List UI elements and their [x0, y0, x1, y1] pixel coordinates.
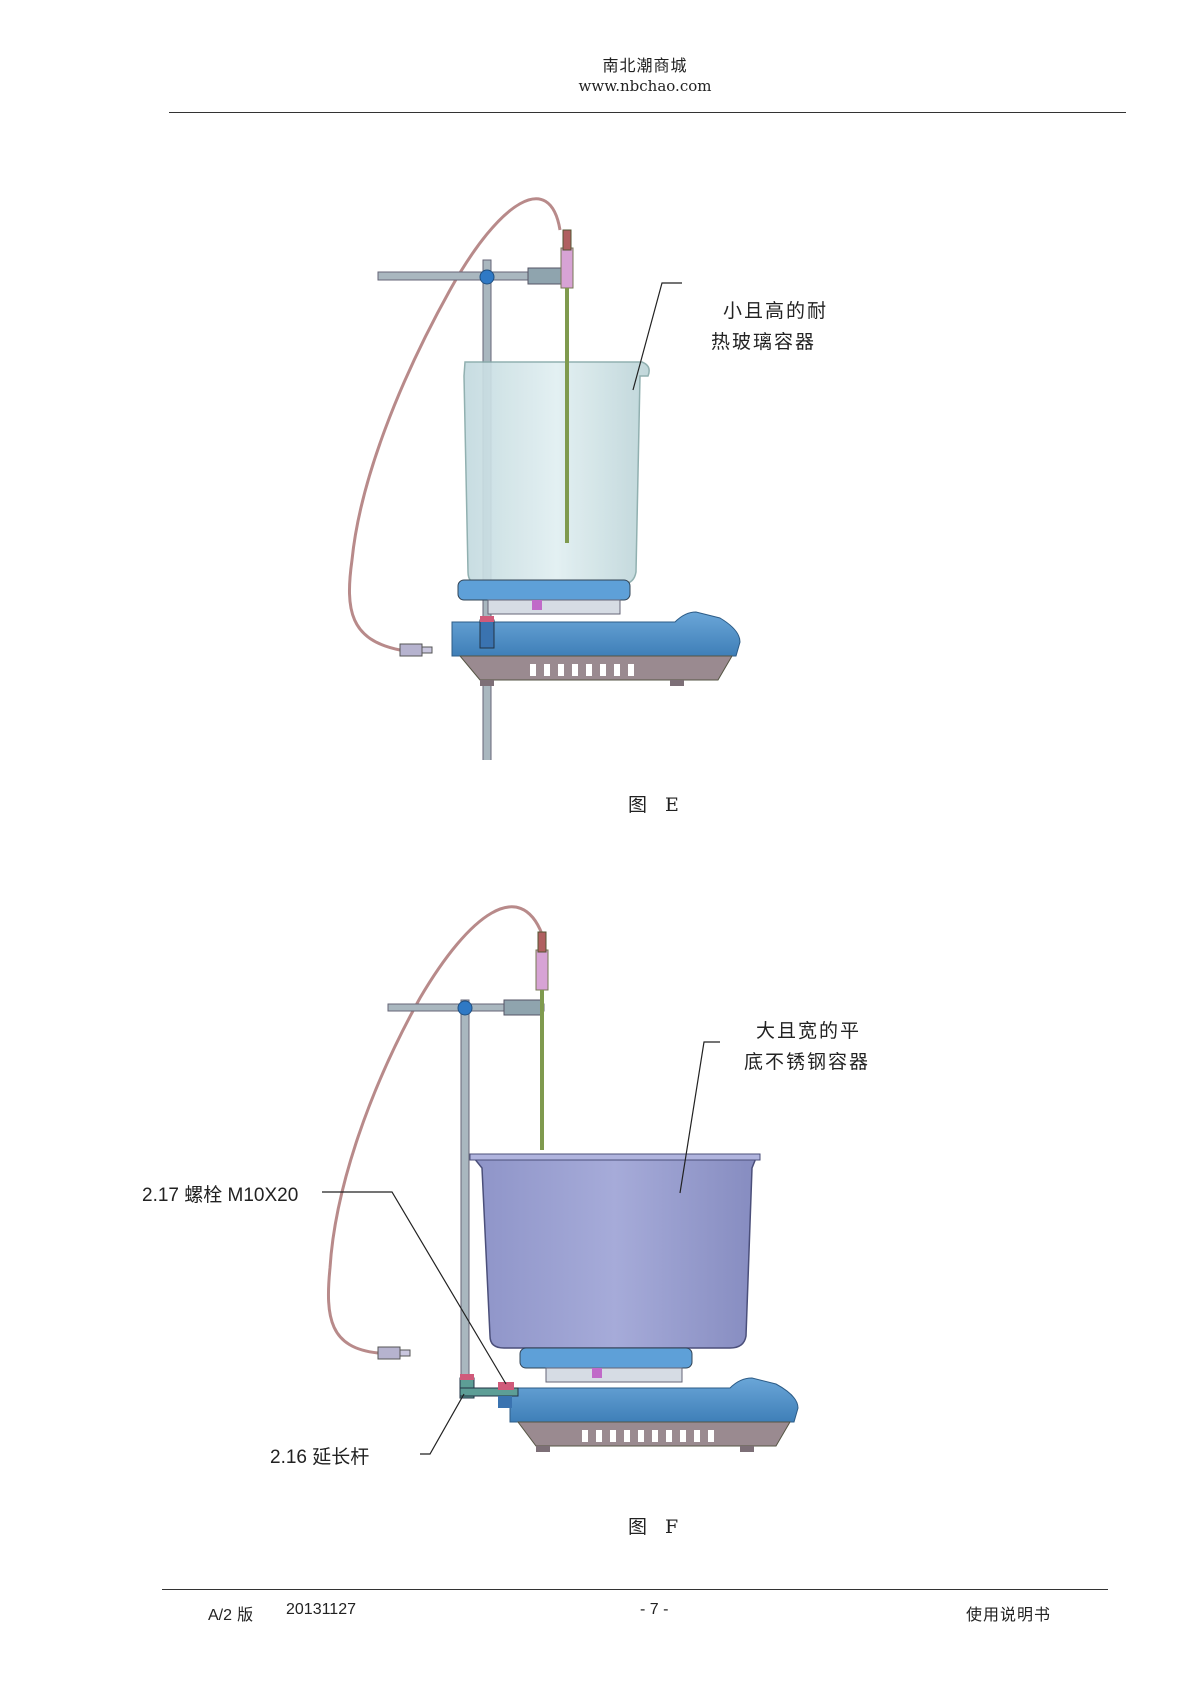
footer-version-prefix: A/2 — [208, 1607, 233, 1624]
footer-page-number: - 7 - — [640, 1601, 669, 1618]
header-divider — [169, 112, 1126, 113]
clamp-knob — [457, 1000, 473, 1016]
rod-leader — [420, 1393, 465, 1455]
header-title: 南北潮商城 — [602, 56, 688, 75]
stirrer-base — [451, 611, 741, 657]
glass-beaker — [463, 361, 650, 585]
cable-connector — [399, 643, 423, 657]
footer-version-suffix: 版 — [237, 1605, 254, 1624]
bolt-leader — [322, 1191, 507, 1385]
probe-handle — [560, 247, 574, 289]
steel-tray — [472, 1157, 758, 1349]
footer-doc-title: 使用说明书 — [966, 1605, 1052, 1624]
probe-rod — [565, 288, 569, 543]
stirrer-top-plate — [457, 579, 631, 601]
vent-slots — [582, 1430, 714, 1442]
footer-version: A/2 版 — [208, 1601, 253, 1625]
stirrer-base — [509, 1377, 799, 1423]
figure-e-caption: 图 E — [628, 794, 685, 816]
figure-f-callout-line1: 大且宽的平 — [756, 1020, 862, 1042]
vent-slots — [530, 664, 634, 676]
probe-cable — [348, 197, 562, 652]
footer-date: 20131127 — [286, 1601, 356, 1618]
footer-divider — [162, 1589, 1108, 1590]
figure-e-illustration — [348, 197, 741, 760]
figure-f-caption: 图 F — [628, 1516, 685, 1538]
stand-rod — [460, 999, 470, 1381]
header-url: www.nbchao.com — [578, 77, 712, 95]
clamp-knob — [479, 269, 495, 285]
extension-rod-label: 2.16 延长杆 — [270, 1447, 370, 1468]
figure-f-illustration — [322, 905, 799, 1455]
figure-f-callout: 大且宽的平 底不锈钢容器 — [744, 1016, 870, 1078]
stirrer-top-plate — [519, 1347, 693, 1369]
figure-e-callout-line2: 热玻璃容器 — [711, 331, 817, 353]
bolt-label: 2.17 螺栓 M10X20 — [142, 1185, 299, 1206]
figure-e-leader — [632, 282, 682, 391]
figure-e-callout: 小且高的耐 热玻璃容器 — [711, 296, 828, 358]
cable-connector — [377, 1346, 401, 1360]
figure-f-leader-tray — [679, 1041, 720, 1194]
figure-e-callout-line1: 小且高的耐 — [723, 300, 829, 322]
probe-handle — [535, 949, 549, 991]
figure-f-callout-line2: 底不锈钢容器 — [744, 1051, 871, 1073]
probe-rod — [540, 990, 544, 1150]
probe-cable — [326, 905, 544, 1355]
